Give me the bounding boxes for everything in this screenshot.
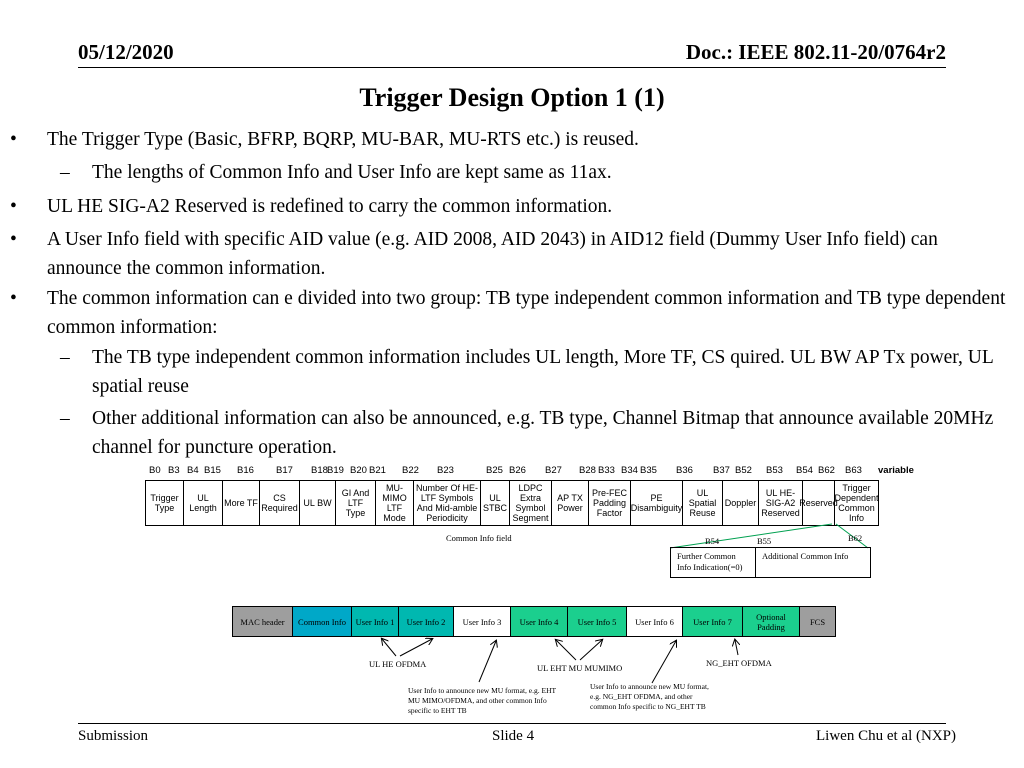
bullet-text: A User Info field with specific AID valu… bbox=[47, 229, 938, 279]
sub-bit-label: B55 bbox=[757, 536, 772, 546]
bit-label: B19 bbox=[327, 465, 344, 476]
field-cell: Reserved bbox=[799, 481, 838, 525]
bullet-marker: • bbox=[10, 288, 17, 309]
field-cell: LDPC Extra Symbol Segment bbox=[510, 481, 552, 525]
arrow-ul-eht-2 bbox=[579, 640, 602, 661]
field-cell: UL STBC bbox=[481, 481, 510, 525]
field-cell: PE Disambiguity bbox=[631, 481, 683, 525]
sub-bullet-text: The TB type independent common informati… bbox=[92, 347, 994, 397]
field-cell: UL HE-SIG-A2 Reserved bbox=[759, 481, 803, 525]
field-cell: UL Spatial Reuse bbox=[683, 481, 723, 525]
dash-marker: – bbox=[60, 162, 70, 183]
field-cell: CS Required bbox=[260, 481, 300, 525]
bit-label: B34 bbox=[621, 465, 638, 476]
bit-label: B0 bbox=[149, 465, 161, 476]
sub-bullet-text: Other additional information can also be… bbox=[92, 408, 994, 458]
slide-title: Trigger Design Option 1 (1) bbox=[359, 83, 665, 112]
frame-cell-common-info: Common Info bbox=[292, 606, 352, 637]
expansion-line-right bbox=[835, 523, 869, 549]
bullet-text: The common information can e divided int… bbox=[47, 288, 1006, 338]
field-cell: UL BW bbox=[300, 481, 336, 525]
arrow-ul-he-2 bbox=[399, 639, 432, 657]
bit-label: B3 bbox=[168, 465, 180, 476]
bit-label: B63 bbox=[845, 465, 862, 476]
bit-label: B15 bbox=[204, 465, 221, 476]
bullet-text: The Trigger Type (Basic, BFRP, BQRP, MU-… bbox=[47, 129, 639, 150]
field-cell: Trigger Dependent Common Info bbox=[834, 483, 879, 523]
bullet-marker: • bbox=[10, 229, 17, 250]
label-ul-eht-mumimo: UL EHT MU MUMIMO bbox=[537, 663, 623, 673]
bit-label: B54 bbox=[796, 465, 813, 476]
header-date: 05/12/2020 bbox=[78, 40, 174, 64]
bit-label: B28 bbox=[579, 465, 596, 476]
arrow-ul-he-1 bbox=[382, 639, 397, 657]
sub-bullet-text: The lengths of Common Info and User Info… bbox=[92, 162, 612, 183]
note-eht: User Info to announce new MU format, e.g… bbox=[408, 686, 556, 715]
bullet-text: UL HE SIG-A2 Reserved is redefined to ca… bbox=[47, 196, 613, 217]
label-ng-eht-ofdma: NG_EHT OFDMA bbox=[706, 658, 772, 668]
field-cell: More TF bbox=[223, 481, 260, 525]
dash-marker: – bbox=[60, 347, 70, 368]
bit-label: B52 bbox=[735, 465, 752, 476]
field-cell: AP TX Power bbox=[552, 481, 589, 525]
bit-label: B18 bbox=[311, 465, 328, 476]
bit-label: B20 bbox=[350, 465, 367, 476]
bit-label: B37 bbox=[713, 465, 730, 476]
frame-cell-user-info: User Info 1 bbox=[351, 606, 399, 637]
bit-label: B17 bbox=[276, 465, 293, 476]
dash-marker: – bbox=[60, 408, 70, 429]
note-ng-eht: User Info to announce new MU format, e.g… bbox=[590, 682, 709, 711]
frame-cell-user-info: User Info 7 bbox=[682, 606, 743, 637]
footer-rule bbox=[78, 723, 946, 724]
sub-field-cell: Further Common Info Indication(=0) bbox=[671, 548, 756, 577]
bit-label: B62 bbox=[818, 465, 835, 476]
bit-label: B36 bbox=[676, 465, 693, 476]
label-ul-he-ofdma: UL HE OFDMA bbox=[369, 659, 427, 669]
bit-label: B35 bbox=[640, 465, 657, 476]
bit-label: B23 bbox=[437, 465, 454, 476]
trigger-frame: MAC header Common Info User Info 1 User … bbox=[232, 606, 836, 637]
sub-bit-label: B62 bbox=[848, 533, 863, 543]
field-cell: Trigger Type bbox=[146, 481, 184, 525]
sub-field-cell: Additional Common Info bbox=[762, 551, 849, 561]
field-cell: UL Length bbox=[184, 481, 223, 525]
field-cell: MU-MIMO LTF Mode bbox=[376, 481, 414, 525]
footer-slide-number: Slide 4 bbox=[492, 728, 535, 744]
bit-label: B16 bbox=[237, 465, 254, 476]
common-info-caption: Common Info field bbox=[446, 533, 512, 543]
common-info-fields: Trigger Type UL Length More TF CS Requir… bbox=[145, 480, 879, 526]
expansion-lines bbox=[669, 523, 869, 549]
header-doc-id: Doc.: IEEE 802.11-20/0764r2 bbox=[685, 40, 946, 64]
bit-label: B4 bbox=[187, 465, 199, 476]
frame-cell-user-info: User Info 5 bbox=[567, 606, 627, 637]
field-cell: GI And LTF Type bbox=[336, 481, 376, 525]
bit-label: variable bbox=[878, 465, 914, 476]
arrow-ul-eht-1 bbox=[556, 640, 577, 661]
bit-label: B33 bbox=[598, 465, 615, 476]
arrow-ng-eht bbox=[735, 640, 738, 656]
bit-label: B25 bbox=[486, 465, 503, 476]
sub-field-box: Further Common Info Indication(=0) Addit… bbox=[670, 547, 871, 578]
field-cell: Number Of HE-LTF Symbols And Mid-amble P… bbox=[414, 481, 481, 525]
frame-cell-fcs: FCS bbox=[799, 606, 836, 637]
bullet-marker: • bbox=[10, 196, 17, 217]
bit-label: B22 bbox=[402, 465, 419, 476]
arrow-note-1 bbox=[478, 641, 496, 683]
field-cell: Doppler bbox=[723, 481, 759, 525]
header-rule bbox=[78, 67, 946, 68]
bit-label: B27 bbox=[545, 465, 562, 476]
field-cell: Pre-FEC Padding Factor bbox=[589, 481, 631, 525]
arrow-note-2 bbox=[651, 641, 676, 684]
footer-author: Liwen Chu et al (NXP) bbox=[816, 728, 956, 744]
bit-label: B26 bbox=[509, 465, 526, 476]
bit-label: B21 bbox=[369, 465, 386, 476]
bullet-marker: • bbox=[10, 129, 17, 150]
frame-cell-optional-padding: Optional Padding bbox=[742, 606, 800, 637]
sub-bit-label: B54 bbox=[705, 536, 720, 546]
expansion-line-left bbox=[669, 523, 833, 549]
footer-submission: Submission bbox=[78, 728, 149, 744]
bit-label: B53 bbox=[766, 465, 783, 476]
